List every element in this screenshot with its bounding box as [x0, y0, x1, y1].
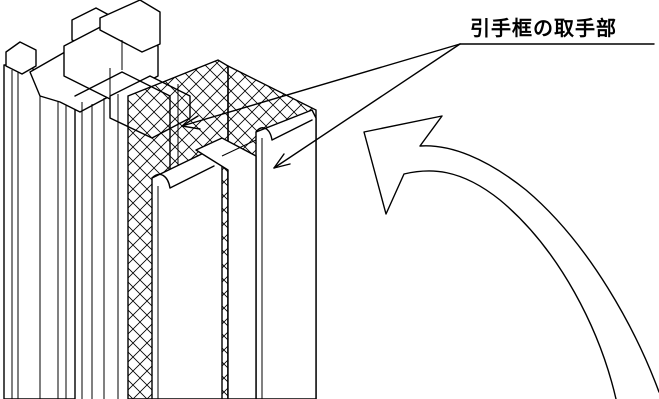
motion-arrow-icon [363, 115, 659, 399]
leader-lines [181, 43, 655, 169]
handle-channel-right [255, 109, 317, 399]
handle-channel-center [195, 137, 257, 399]
handle-callout-label: 引手框の取手部 [470, 16, 617, 40]
aluminum-frame-profile [3, 0, 191, 399]
handle-channel-left [151, 149, 223, 399]
